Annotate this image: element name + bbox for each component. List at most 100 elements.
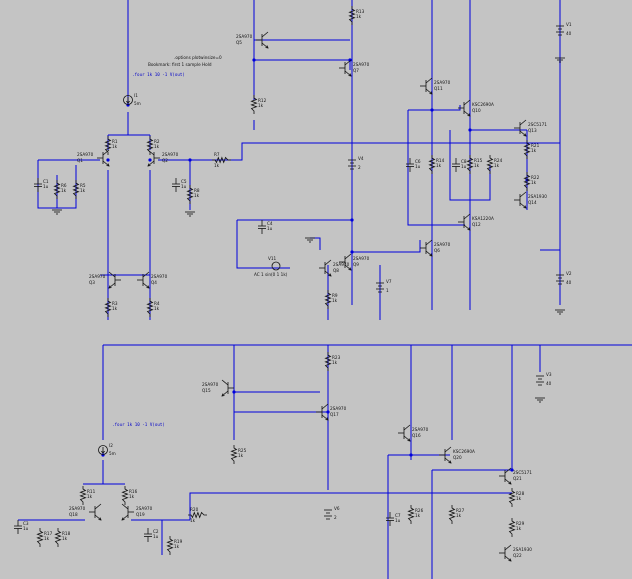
resistor-zigzag <box>104 136 112 155</box>
bjt-emitter-arrow <box>146 285 150 289</box>
transistor-q17 <box>316 403 329 421</box>
transistor-ref-label: Q19 <box>136 512 145 517</box>
bjt-emitter-arrow <box>508 558 512 562</box>
resistor-r15 <box>466 155 474 174</box>
transistor-q2 <box>147 149 160 167</box>
resistor-value-label: 1k <box>531 148 537 153</box>
bjt-emitter-lead <box>221 390 229 397</box>
component-layer <box>14 6 565 562</box>
bjt-collector-lead <box>102 149 110 156</box>
resistor-ref-label: R13 <box>356 9 365 14</box>
ground-symbol <box>185 211 195 217</box>
resistor-ref-label: R3 <box>112 301 118 306</box>
transistor-ref-label: Q8 <box>333 268 339 273</box>
transistor-model-label: 2SA970 <box>202 382 219 387</box>
resistor-ref-label: R5 <box>80 183 86 188</box>
bjt-emitter-lead <box>121 514 129 521</box>
transistor-model-label: 2SA970 <box>69 506 86 511</box>
resistor-value-label: 1k <box>62 536 68 541</box>
bjt-emitter-arrow <box>348 267 352 271</box>
resistor-value-label: 1k <box>194 193 200 198</box>
resistor-zigzag <box>79 486 87 505</box>
junction-dot <box>348 58 352 62</box>
transistor-ref-label: Q18 <box>69 512 78 517</box>
bjt-emitter-lead <box>344 264 352 271</box>
resistor-r1 <box>104 136 112 155</box>
resistor-value-label: 1k <box>456 513 462 518</box>
spice-options-directive: .options plotwinsize=0 <box>174 55 222 60</box>
transistor-model-label: 2SA970 <box>151 274 168 279</box>
source-ref-label: V11 <box>268 256 277 261</box>
resistor-r25 <box>230 445 238 464</box>
resistor-zigzag <box>146 298 154 317</box>
source-ref-label: V6 <box>334 506 340 511</box>
junction-dot <box>430 108 434 112</box>
source-value-label: 5m <box>109 451 116 456</box>
resistor-value-label: 1k <box>80 188 86 193</box>
transistor-q22 <box>499 544 512 562</box>
resistor-r18 <box>54 528 62 547</box>
resistor-ref-label: R11 <box>87 489 96 494</box>
bjt-emitter-arrow <box>523 133 527 137</box>
resistor-value-label: 1k <box>129 494 135 499</box>
wire <box>540 249 561 270</box>
wire <box>352 240 421 253</box>
transistor-model-label: KSC2690A <box>472 102 494 107</box>
capacitor-ref-label: C3 <box>23 521 29 526</box>
bjt-collector-lead <box>142 271 150 278</box>
transistor-ref-label: Q11 <box>434 86 443 91</box>
source-value-label: 2 <box>358 165 361 170</box>
resistor-ref-label: R24 <box>494 158 503 163</box>
bjt-emitter-lead <box>142 282 150 289</box>
transistor-model-label: KSA1220A <box>472 216 494 221</box>
resistor-r20 <box>188 511 207 519</box>
wire <box>158 142 560 161</box>
resistor-r6 <box>53 180 61 199</box>
ground-symbol <box>305 237 315 243</box>
resistor-ref-label: R20 <box>190 507 199 512</box>
resistor-zigzag <box>466 155 474 174</box>
resistor-r12 <box>250 95 258 114</box>
bjt-emitter-lead <box>344 70 352 77</box>
transistor-q21 <box>499 467 512 485</box>
resistor-ref-label: R8 <box>194 188 200 193</box>
resistor-value-label: 1k <box>516 496 522 501</box>
bjt-emitter-lead <box>504 478 512 485</box>
resistor-zigzag <box>486 155 494 174</box>
ground-symbol <box>52 209 62 215</box>
resistor-r5 <box>72 180 80 199</box>
resistor-ref-label: R1 <box>112 139 118 144</box>
transistor-q14 <box>514 191 527 209</box>
junction-dot <box>188 158 192 162</box>
bjt-collector-lead <box>324 259 332 266</box>
resistor-r22 <box>523 172 531 191</box>
transistor-model-label: 2SA970 <box>353 256 370 261</box>
resistor-ref-label: R21 <box>531 143 540 148</box>
resistor-zigzag <box>428 155 436 174</box>
resistor-ref-label: R27 <box>456 508 465 513</box>
resistor-value-label: 1k <box>516 526 522 531</box>
transistor-ref-label: Q2 <box>162 158 168 163</box>
transistor-ref-label: Q22 <box>513 553 522 558</box>
bjt-collector-lead <box>519 119 527 126</box>
transistor-q8 <box>319 259 332 277</box>
resistor-zigzag <box>523 140 531 159</box>
junction-dot <box>350 218 354 222</box>
resistor-r4 <box>146 298 154 317</box>
bjt-collector-lead <box>444 446 452 453</box>
transistor-model-label: 2SA1930 <box>513 547 532 552</box>
capacitor-value-label: 1u <box>181 184 187 189</box>
source-value-label: 2 <box>334 515 337 520</box>
transistor-q10 <box>458 99 471 117</box>
capacitor-value-label: 1u <box>23 526 29 531</box>
resistor-zigzag <box>212 156 231 164</box>
capacitor-c4 <box>258 220 266 234</box>
transistor-q18 <box>89 503 102 521</box>
resistor-r26 <box>407 505 415 524</box>
resistor-zigzag <box>121 486 129 505</box>
resistor-ref-label: R15 <box>474 158 483 163</box>
bjt-emitter-arrow <box>407 438 411 442</box>
bjt-emitter-lead <box>102 160 110 167</box>
junction-dot <box>101 453 105 457</box>
bjt-emitter-lead <box>425 250 433 257</box>
